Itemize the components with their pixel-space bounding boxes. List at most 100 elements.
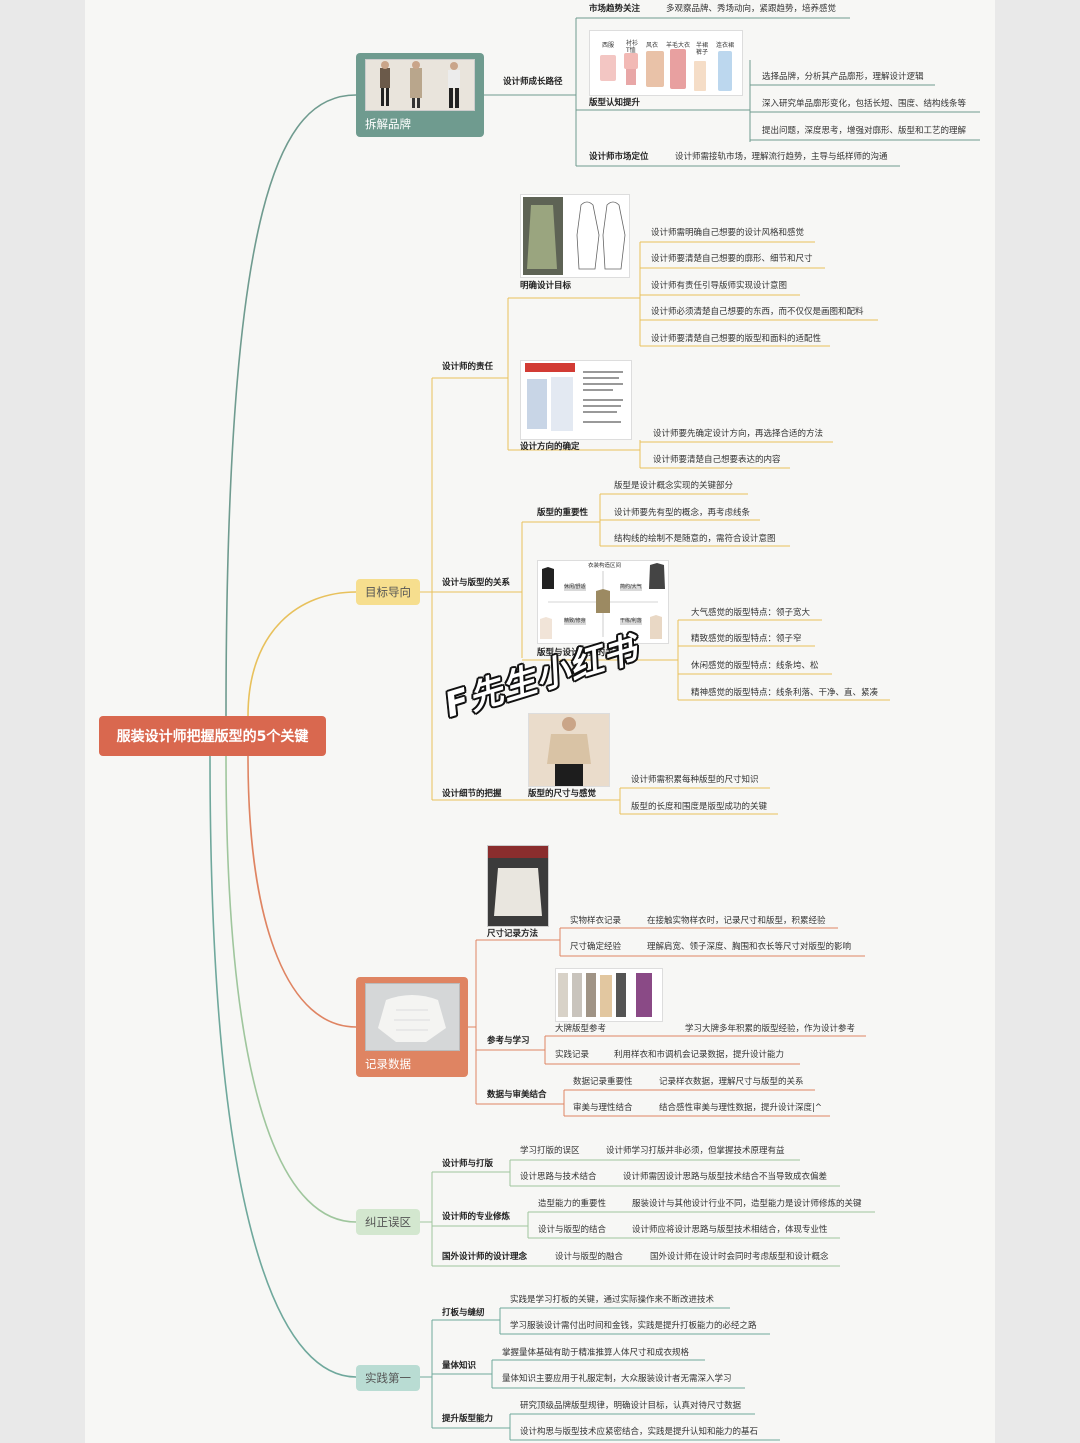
size-record-image [487, 845, 549, 927]
b2-s1a-item-0: 设计师需明确自己想要的设计风格和感觉 [651, 228, 805, 238]
b4-s2-v0: 服装设计与其他设计行业不同，造型能力是设计师修炼的关键 [632, 1199, 862, 1209]
b3-s1-v0: 在接触实物样衣时，记录尺寸和版型，积累经验 [647, 916, 826, 926]
b5-s3[interactable]: 提升版型能力 [442, 1414, 494, 1424]
b3-s2-k1: 实践记录 [555, 1050, 590, 1060]
branch-label-5: 实践第一 [365, 1371, 411, 1385]
b2-s1a-item-2: 设计师有责任引导版师实现设计意图 [651, 281, 788, 291]
b2-s2b-item-3: 精神感觉的版型特点：线条利落、干净、直、紧凑 [691, 688, 879, 698]
b3-s1-v1: 理解肩宽、领子深度、胸围和衣长等尺寸对版型的影响 [647, 942, 852, 952]
b1-path[interactable]: 设计师成长路径 [503, 77, 563, 87]
b4-s3-k0: 设计与版型的融合 [555, 1252, 624, 1262]
b2-s1a-item-3: 设计师必须清楚自己想要的东西，而不仅仅是画图和配料 [651, 307, 864, 317]
b4-s2-k1: 设计与版型的结合 [538, 1225, 607, 1235]
b4-s3[interactable]: 国外设计师的设计理念 [442, 1252, 528, 1262]
root-node[interactable]: 服装设计师把握版型的5个关键 [99, 716, 326, 756]
garment-label-1: 衬衫 T恤 [626, 40, 639, 54]
branch-node-5[interactable]: 实践第一 [356, 1365, 420, 1391]
b5-s2-item-1: 量体知识主要应用于礼服定制，大众服装设计者无需深入学习 [502, 1374, 732, 1384]
brand-reference-image [555, 968, 663, 1022]
b2-s1b-item-1: 设计师要清楚自己想要表达的内容 [653, 455, 781, 465]
branch-label-3: 记录数据 [365, 1057, 411, 1071]
b5-s3-item-0: 研究顶级品牌版型规律，明确设计目标，认真对待尺寸数据 [520, 1401, 742, 1411]
b1-c3-desc: 设计师需接轨市场，理解流行趋势，主导与纸样师的沟通 [675, 152, 888, 162]
b2-s2b[interactable]: 版型与设计感觉的关系 [537, 648, 623, 658]
b3-s2-k0: 大牌版型参考 [555, 1024, 607, 1034]
b2-s2a-item-1: 设计师要先有型的概念，再考虑线条 [614, 508, 751, 518]
brand-lookbook-image [365, 59, 475, 111]
b3-s3[interactable]: 数据与审美结合 [487, 1090, 547, 1100]
b5-s1[interactable]: 打板与缝纫 [442, 1308, 485, 1318]
b3-s3-v1: 结合感性审美与理性数据，提升设计深度|^ [659, 1103, 822, 1113]
b4-s2-k0: 造型能力的重要性 [538, 1199, 607, 1209]
b4-s1-v0: 设计师学习打版并非必须，但掌握技术原理有益 [606, 1146, 785, 1156]
b3-s2-v1: 利用样衣和市调机会记录数据，提升设计能力 [614, 1050, 785, 1060]
b5-s1-item-1: 学习服装设计需付出时间和金钱，实践是提升打板能力的必经之路 [510, 1321, 757, 1331]
b3-s3-k1: 审美与理性结合 [573, 1103, 633, 1113]
b2-s3[interactable]: 设计细节的把握 [442, 789, 502, 799]
b2-s3a[interactable]: 版型的尺寸与感觉 [528, 789, 597, 799]
garment-category-image: 西服 衬衫 T恤 风衣 羊毛大衣 半裙 裤子 连衣裙 [589, 30, 743, 96]
matrix-cell-3: 干练/利落 [620, 618, 642, 624]
branch-node-4[interactable]: 纠正误区 [356, 1209, 420, 1235]
branch-label-1: 拆解品牌 [365, 117, 411, 131]
b4-s1-k1: 设计思路与技术结合 [520, 1172, 597, 1182]
b1-c1-desc: 多观察品牌、秀场动向，紧跟趋势，培养感觉 [666, 4, 837, 14]
b4-s2[interactable]: 设计师的专业修炼 [442, 1212, 511, 1222]
b5-s3-item-1: 设计构思与版型技术应紧密结合，实践是提升认知和能力的基石 [520, 1427, 759, 1437]
b3-s3-v0: 记录样衣数据，理解尺寸与版型的关系 [659, 1077, 804, 1087]
matrix-cell-0: 休闲/舒适 [564, 584, 586, 590]
b3-s1[interactable]: 尺寸记录方法 [487, 929, 539, 939]
b2-s2a-item-2: 结构线的绘制不是随意的，需符合设计意图 [614, 534, 776, 544]
b3-s2-v0: 学习大牌多年积累的版型经验，作为设计参考 [685, 1024, 856, 1034]
b4-s2-v1: 设计师应将设计思路与版型技术相结合，体现专业性 [632, 1225, 828, 1235]
b2-s2a-item-0: 版型是设计概念实现的关键部分 [614, 481, 734, 491]
garment-label-4: 半裙 裤子 [696, 42, 709, 56]
branch-node-1[interactable]: 拆解品牌 [356, 53, 484, 137]
design-target-image [520, 194, 630, 278]
garment-record-image [365, 983, 460, 1051]
matrix-cell-1: 简约/大气 [620, 584, 642, 590]
b1-c3[interactable]: 设计师市场定位 [589, 152, 649, 162]
b4-s1[interactable]: 设计师与打版 [442, 1159, 494, 1169]
matrix-cell-2: 精致/修身 [564, 618, 586, 624]
root-title: 服装设计师把握版型的5个关键 [116, 729, 309, 745]
b1-c2-item-1: 深入研究单品廓形变化，包括长短、围度、结构线条等 [762, 99, 967, 109]
b2-s1a-item-1: 设计师要清楚自己想要的廓形、细节和尺寸 [651, 254, 813, 264]
size-feeling-image [528, 713, 610, 787]
matrix-title: 衣装构造区间 [588, 563, 622, 569]
b2-s3a-item-1: 版型的长度和围度是版型成功的关键 [631, 802, 768, 812]
b2-s1[interactable]: 设计师的责任 [442, 362, 494, 372]
b2-s1b-item-0: 设计师要先确定设计方向，再选择合适的方法 [653, 429, 824, 439]
b3-s1-k0: 实物样衣记录 [570, 916, 622, 926]
b2-s1a[interactable]: 明确设计目标 [520, 281, 572, 291]
b4-s1-v1: 设计师需因设计思路与版型技术结合不当导致成衣偏差 [623, 1172, 828, 1182]
b5-s2-item-0: 掌握量体基础有助于精准推算人体尺寸和成衣规格 [502, 1348, 690, 1358]
b2-s2b-item-0: 大气感觉的版型特点：领子宽大 [691, 608, 811, 618]
b3-s3-k0: 数据记录重要性 [573, 1077, 633, 1087]
b2-s1b[interactable]: 设计方向的确定 [520, 442, 580, 452]
b1-c2-item-2: 提出问题，深度思考，增强对廓形、版型和工艺的理解 [762, 126, 967, 136]
b4-s1-k0: 学习打版的误区 [520, 1146, 580, 1156]
garment-label-3: 羊毛大衣 [666, 42, 691, 49]
b2-s3a-item-0: 设计师需积累每种版型的尺寸知识 [631, 775, 759, 785]
b2-s2[interactable]: 设计与版型的关系 [442, 578, 511, 588]
b1-c1[interactable]: 市场趋势关注 [589, 4, 641, 14]
branch-label-4: 纠正误区 [365, 1215, 411, 1229]
branch-label-2: 目标导向 [365, 585, 411, 599]
b1-c2[interactable]: 版型认知提升 [589, 98, 641, 108]
b3-s2[interactable]: 参考与学习 [487, 1036, 530, 1046]
design-direction-image [520, 360, 632, 440]
branch-node-2[interactable]: 目标导向 [356, 579, 420, 605]
b5-s2[interactable]: 量体知识 [442, 1361, 477, 1371]
b4-s3-v0: 国外设计师在设计时会同时考虑版型和设计概念 [650, 1252, 829, 1262]
b3-s1-k1: 尺寸确定经验 [570, 942, 622, 952]
b2-s1a-item-4: 设计师要清楚自己想要的版型和面料的适配性 [651, 334, 822, 344]
branch-node-3[interactable]: 记录数据 [356, 977, 468, 1077]
b5-s1-item-0: 实践是学习打板的关键，通过实际操作来不断改进技术 [510, 1295, 715, 1305]
b2-s2a[interactable]: 版型的重要性 [537, 508, 589, 518]
garment-label-0: 西服 [602, 42, 615, 49]
silhouette-matrix-image: 衣装构造区间 休闲/舒适 简约/大气 精致/修身 干练/利落 [537, 560, 669, 644]
garment-label-5: 连衣裙 [716, 42, 735, 49]
